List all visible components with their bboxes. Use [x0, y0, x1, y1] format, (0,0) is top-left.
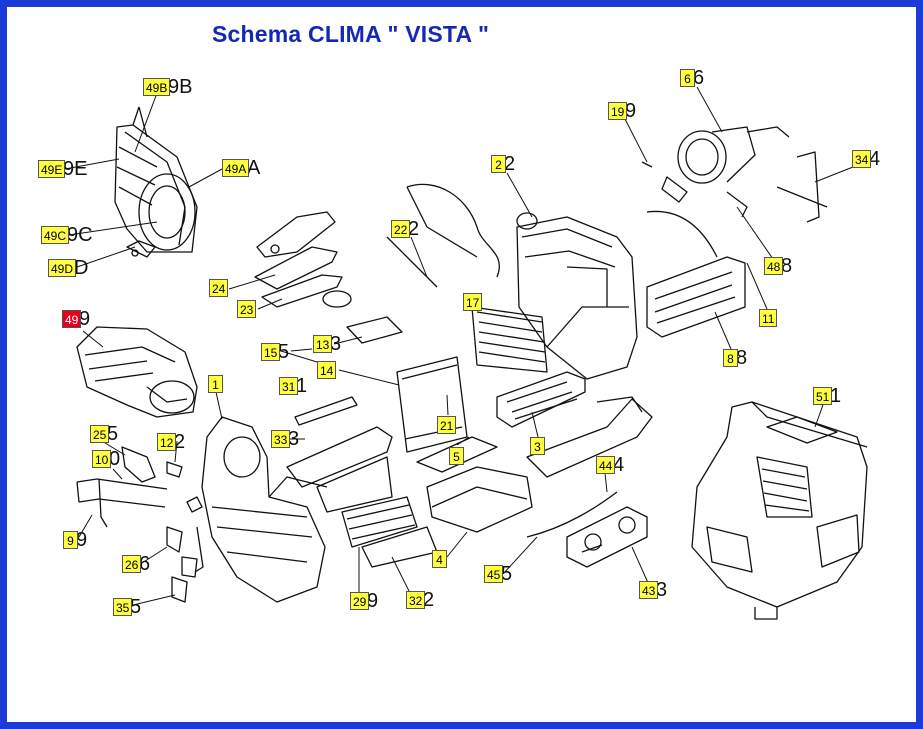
center-lower-parts: [286, 371, 653, 568]
exploded-view-drawing: [64, 86, 868, 620]
part-label-26[interactable]: 26: [122, 555, 142, 573]
part-number-print: 8: [781, 255, 793, 277]
air-intake-housing-part: [114, 106, 198, 258]
assembled-hvac-unit: [691, 401, 868, 620]
part-label-32[interactable]: 32: [406, 591, 426, 609]
part-number-print: 0: [109, 448, 121, 470]
part-label-49e[interactable]: 49E: [38, 160, 66, 178]
right-upper-parts: [641, 151, 828, 338]
part-label-11[interactable]: 11: [759, 309, 778, 327]
part-label-25[interactable]: 25: [90, 425, 110, 443]
part-label-22[interactable]: 22: [391, 220, 411, 238]
part-number-print: 9C: [67, 224, 93, 246]
part-label-33[interactable]: 33: [271, 430, 291, 448]
part-number-print: 6: [693, 67, 705, 89]
part-label-49c[interactable]: 49C: [41, 226, 70, 244]
part-number-print: 2: [504, 153, 516, 175]
part-number-print: 2: [408, 218, 420, 240]
part-label-34[interactable]: 34: [852, 150, 872, 168]
part-number-print: 4: [869, 148, 881, 170]
part-label-29[interactable]: 29: [350, 592, 370, 610]
part-label-8[interactable]: 8: [723, 349, 738, 367]
part-label-49b[interactable]: 49B: [143, 78, 171, 96]
part-number-print: 4: [613, 454, 625, 476]
part-label-31[interactable]: 31: [279, 377, 299, 395]
blower-motor-part: [677, 126, 790, 184]
part-number-print: 9E: [63, 158, 88, 180]
part-label-44[interactable]: 44: [596, 456, 616, 474]
lower-intake-part: [76, 326, 198, 418]
part-label-35[interactable]: 35: [113, 598, 133, 616]
part-number-print: 9B: [168, 76, 193, 98]
part-number-print: 1: [296, 375, 308, 397]
part-label-45[interactable]: 45: [484, 565, 504, 583]
part-label-13[interactable]: 13: [313, 335, 333, 353]
part-label-49a[interactable]: 49A: [222, 159, 250, 177]
part-number-print: 6: [139, 553, 151, 575]
part-label-12[interactable]: 12: [157, 433, 177, 451]
part-number-print: 3: [288, 428, 300, 450]
part-label-10[interactable]: 10: [92, 450, 112, 468]
part-label-2[interactable]: 2: [491, 155, 506, 173]
part-label-43[interactable]: 43: [639, 581, 659, 599]
part-number-print: 3: [330, 333, 342, 355]
part-label-9[interactable]: 9: [63, 531, 78, 549]
part-label-21[interactable]: 21: [437, 416, 457, 434]
part-label-49d[interactable]: 49D: [48, 259, 77, 277]
part-label-6[interactable]: 6: [680, 69, 695, 87]
part-number-print: 5: [107, 423, 119, 445]
part-number-print: 9: [625, 100, 637, 122]
part-number-print: 8: [736, 347, 748, 369]
left-hvac-housing-part: [201, 416, 328, 603]
center-upper-parts: [254, 183, 548, 453]
part-number-print: 2: [423, 589, 435, 611]
part-number-print: 5: [501, 563, 513, 585]
part-number-print: 3: [656, 579, 668, 601]
diagram-title: Schema CLIMA " VISTA ": [212, 21, 490, 47]
part-label-19[interactable]: 19: [608, 102, 628, 120]
part-label-17[interactable]: 17: [463, 293, 483, 311]
leader-lines: [64, 86, 854, 606]
part-label-15[interactable]: 15: [261, 343, 281, 361]
part-label-49[interactable]: 49: [62, 310, 82, 328]
part-label-3[interactable]: 3: [530, 437, 545, 455]
part-number-print: 5: [130, 596, 142, 618]
left-small-parts: [76, 446, 204, 603]
part-number-print: A: [247, 157, 261, 179]
part-number-print: D: [74, 257, 89, 279]
control-panel-part: [526, 491, 648, 568]
part-number-print: 9: [79, 308, 91, 330]
part-number-print: 1: [830, 385, 842, 407]
part-number-print: 2: [174, 431, 186, 453]
part-label-24[interactable]: 24: [209, 279, 229, 297]
part-label-23[interactable]: 23: [237, 300, 257, 318]
evaporator-case-part: [516, 212, 638, 380]
part-label-14[interactable]: 14: [317, 361, 337, 379]
part-label-48[interactable]: 48: [764, 257, 784, 275]
part-label-51[interactable]: 51: [813, 387, 833, 405]
part-number-print: 5: [278, 341, 290, 363]
part-number-print: 9: [367, 590, 379, 612]
part-label-1[interactable]: 1: [208, 375, 223, 393]
part-number-print: 9: [76, 529, 88, 551]
part-label-4[interactable]: 4: [432, 550, 447, 568]
part-label-5[interactable]: 5: [449, 447, 464, 465]
